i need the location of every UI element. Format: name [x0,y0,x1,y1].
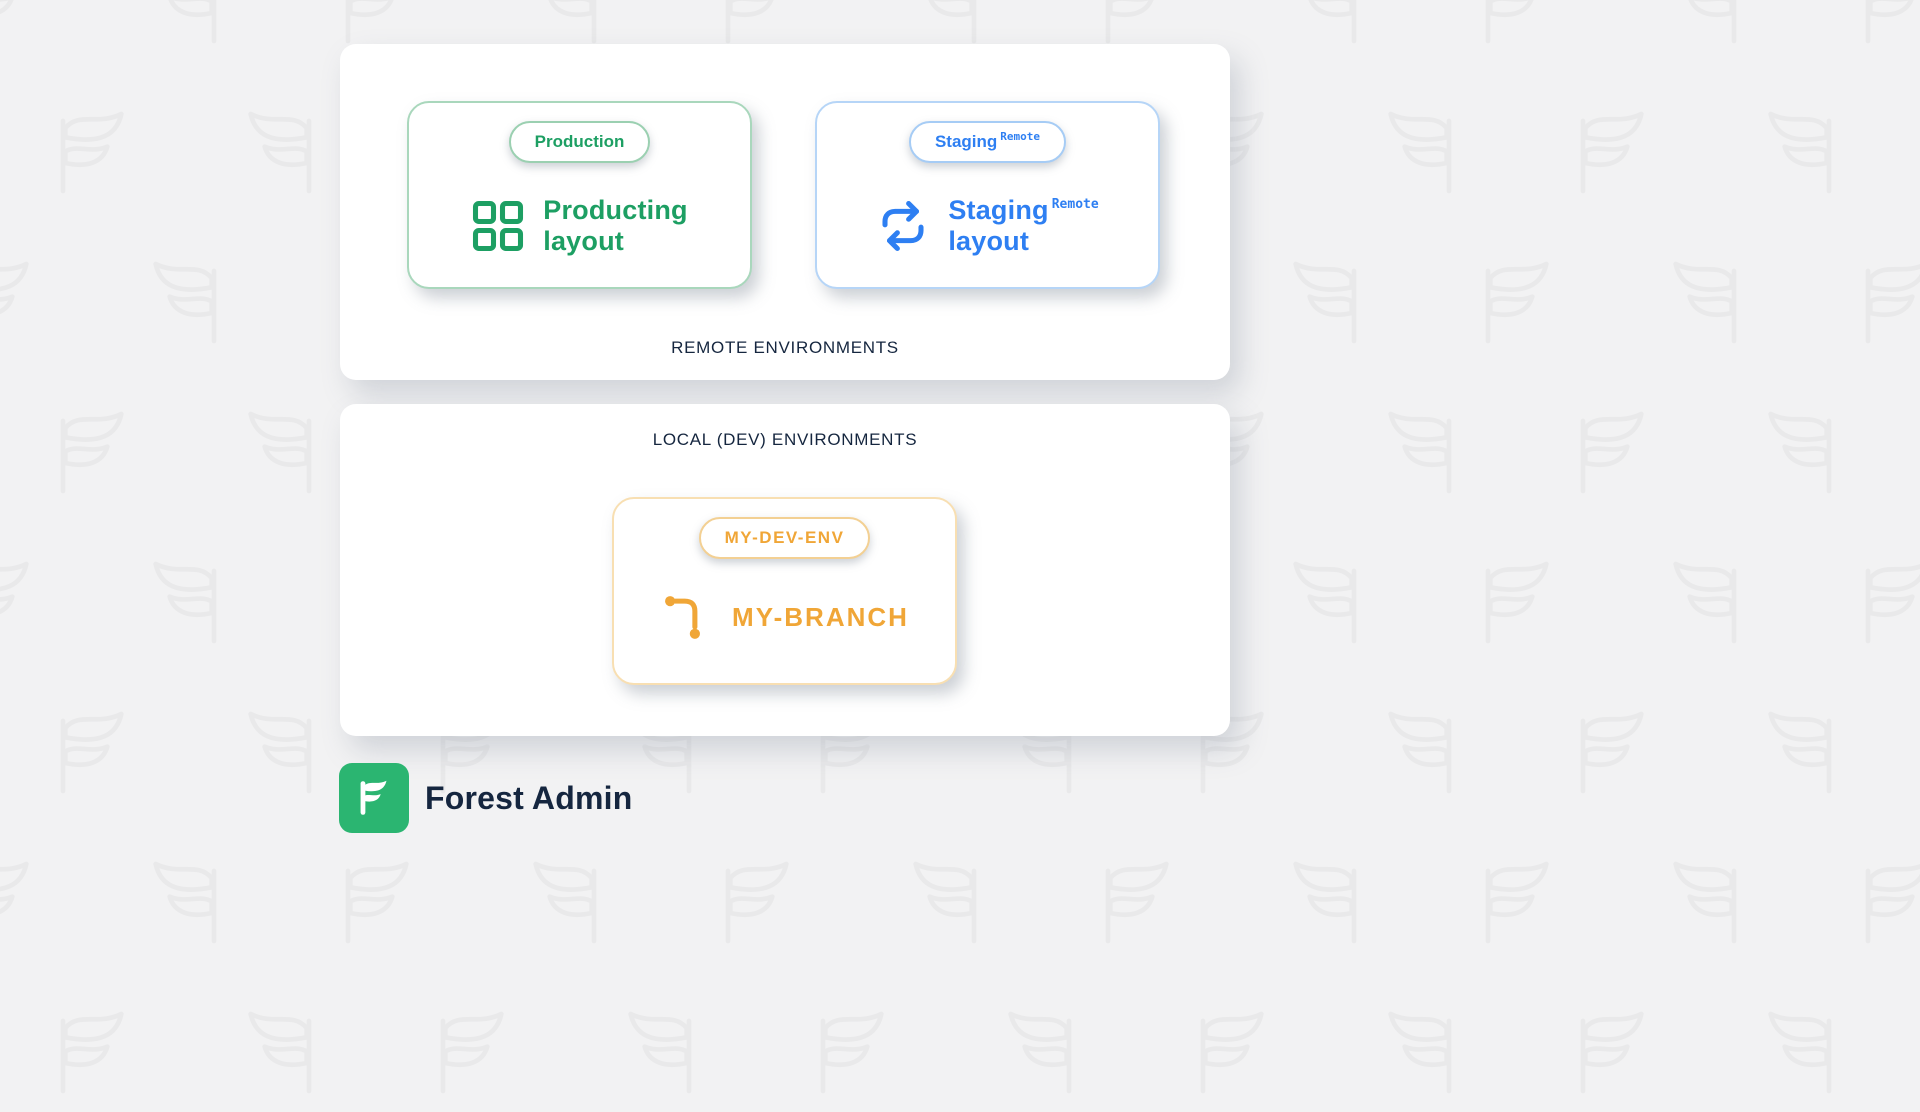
brand-name: Forest Admin [425,779,633,816]
production-layout-label: Producting layout [543,195,688,257]
sync-icon [876,199,930,253]
label-line: layout [948,226,1030,257]
local-environments-panel: LOCAL (DEV) ENVIRONMENTS MY-DEV-ENV MY-B… [340,404,1230,736]
production-badge-label: Production [534,132,625,151]
dev-env-badge-label: MY-DEV-ENV [724,528,845,547]
brand-block: Forest Admin [339,763,632,833]
dev-env-content: MY-BRANCH [660,591,909,645]
dev-env-card: MY-DEV-ENV MY-BRANCH [612,497,957,685]
local-environments-label: LOCAL (DEV) ENVIRONMENTS [652,430,918,449]
remote-environments-label: REMOTE ENVIRONMENTS [671,338,899,357]
label-line-text: Staging [948,195,1049,225]
staging-badge-remote-superscript: Remote [1000,130,1041,143]
production-env-card: Production Producting layout [407,101,752,289]
forest-admin-logo [339,763,409,833]
dev-env-badge: MY-DEV-ENV [698,517,871,559]
label-line: layout [543,226,624,257]
production-content: Producting layout [471,195,688,257]
label-line: Producting [543,195,688,225]
branch-name-label: MY-BRANCH [732,602,909,633]
leaf-icon [360,780,387,815]
staging-badge-label: Staging [934,132,998,151]
git-branch-icon [660,591,714,645]
staging-remote-superscript: Remote [1051,197,1099,212]
grid-layout-icon [471,199,525,253]
production-badge: Production [508,121,651,163]
